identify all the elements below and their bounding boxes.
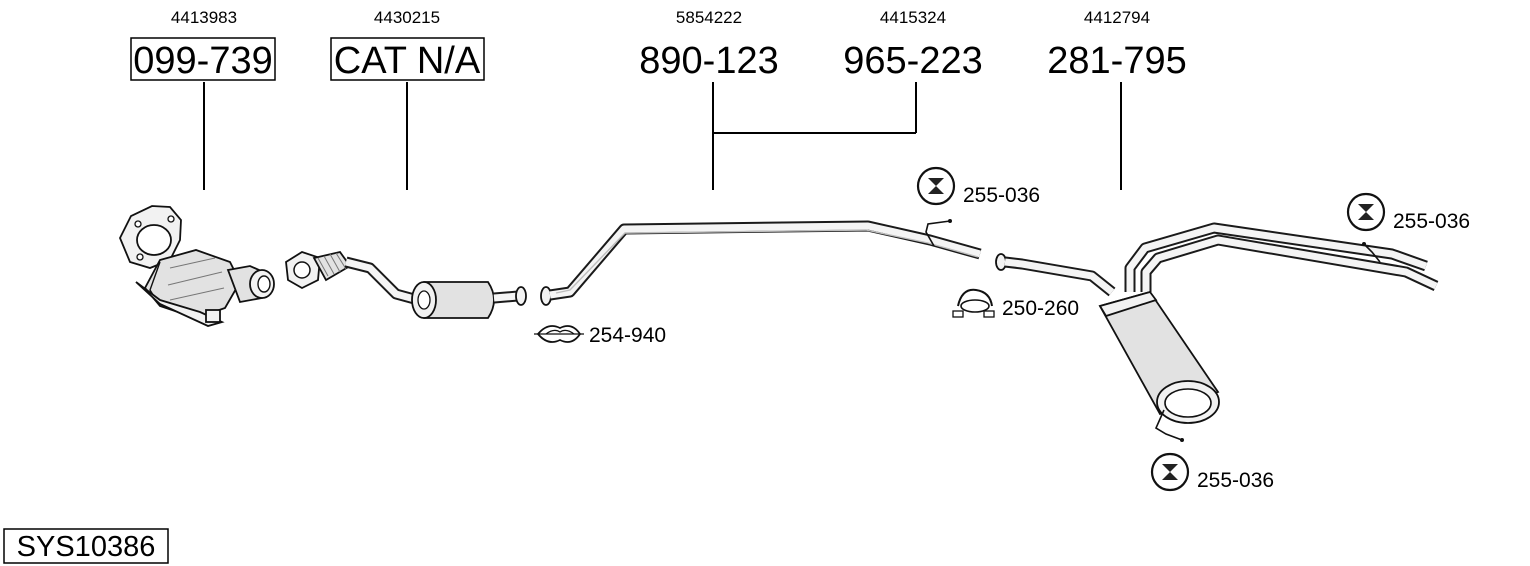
oe-number-centre-pipe: 5854222 — [676, 8, 742, 27]
part-number-rear-silencer[interactable]: 281-795 — [1047, 40, 1186, 82]
label-rubber-mount-1[interactable]: 255-036 — [963, 184, 1040, 207]
hanger-wire-2 — [1362, 242, 1381, 263]
part-box-catalyst — [130, 37, 276, 81]
centre-pipe-drawing[interactable] — [540, 220, 982, 306]
label-clamp-254-940[interactable]: 254-940 — [589, 324, 666, 347]
clamp-254-940-drawing[interactable] — [534, 325, 584, 343]
leader-lines — [203, 82, 1122, 190]
sys-code-box — [3, 528, 169, 564]
part-box-front-pipe — [330, 37, 485, 81]
clamp-250-260-drawing[interactable] — [952, 288, 995, 318]
label-rubber-mount-3[interactable]: 255-036 — [1197, 469, 1274, 492]
oe-number-rear-silencer: 4412794 — [1084, 8, 1150, 27]
rubber-mount-3-drawing[interactable] — [1150, 452, 1190, 492]
catalyst-drawing[interactable] — [119, 205, 275, 327]
part-number-centre-pipe[interactable]: 890-123 — [639, 40, 778, 82]
front-pipe-drawing[interactable] — [285, 250, 527, 319]
part-number-catalyst[interactable]: 099-739 — [133, 40, 272, 82]
oe-number-centre-pipe-alt: 4415324 — [880, 8, 946, 27]
label-rubber-mount-2[interactable]: 255-036 — [1393, 210, 1470, 233]
hanger-wire-1 — [925, 219, 952, 247]
part-number-front-pipe[interactable]: CAT N/A — [334, 40, 481, 82]
oe-number-catalyst: 4413983 — [171, 8, 237, 27]
rear-silencer-drawing[interactable] — [995, 222, 1439, 424]
part-number-centre-pipe-alt[interactable]: 965-223 — [843, 40, 982, 82]
rubber-mount-2-drawing[interactable] — [1346, 192, 1386, 232]
label-clamp-250-260[interactable]: 250-260 — [1002, 297, 1079, 320]
rubber-mount-1-drawing[interactable] — [916, 166, 956, 206]
sys-code: SYS10386 — [17, 531, 156, 563]
oe-number-front-pipe: 4430215 — [374, 8, 440, 27]
hanger-wire-3 — [1154, 409, 1184, 442]
